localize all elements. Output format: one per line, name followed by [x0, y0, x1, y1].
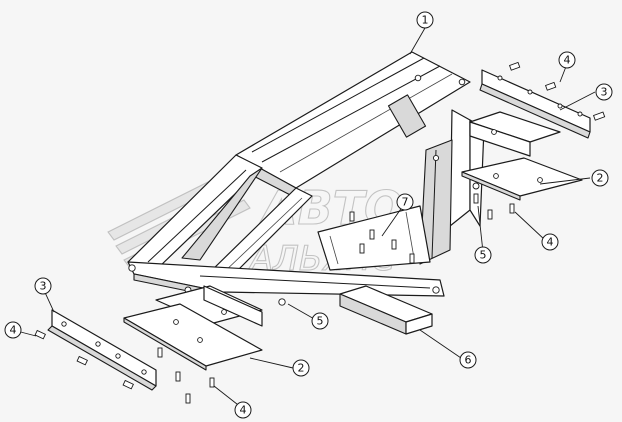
callout-3-lower: 3	[34, 277, 52, 295]
callout-3-lower-label: 3	[40, 280, 47, 293]
callout-7-label: 7	[402, 196, 409, 209]
callout-6-label: 6	[465, 354, 472, 367]
spacer-block	[339, 285, 433, 335]
callout-5-lower-label: 5	[317, 315, 324, 328]
callout-7: 7	[396, 193, 414, 211]
callout-6: 6	[459, 351, 477, 369]
callout-4-bottom: 4	[234, 401, 252, 419]
callout-4-left: 4	[4, 321, 22, 339]
lower-fasteners	[34, 298, 286, 404]
callout-3-upper: 3	[595, 83, 613, 101]
callout-1-label: 1	[422, 14, 429, 27]
upper-clamp-plate	[479, 69, 591, 139]
callout-1: 1	[416, 11, 434, 29]
callout-5-lower: 5	[311, 312, 329, 330]
upper-fasteners	[472, 61, 606, 220]
lower-support-bracket	[123, 285, 263, 371]
callout-5-mid: 5	[474, 246, 492, 264]
lower-clamp-plate	[47, 309, 157, 391]
callout-4-left-label: 4	[10, 324, 17, 337]
callout-4-top-label: 4	[564, 54, 571, 67]
callout-2-upper: 2	[591, 169, 609, 187]
callout-2-lower: 2	[292, 359, 310, 377]
callout-4-bottom-label: 4	[240, 404, 247, 417]
callout-3-upper-label: 3	[601, 86, 608, 99]
callout-2-lower-label: 2	[298, 362, 305, 375]
callout-4-right: 4	[541, 233, 559, 251]
callout-5-mid-label: 5	[480, 249, 487, 262]
main-frame	[127, 51, 496, 299]
callout-4-right-label: 4	[547, 236, 554, 249]
callout-2-upper-label: 2	[597, 172, 604, 185]
upper-support-bracket	[461, 111, 583, 201]
callout-4-top: 4	[558, 51, 576, 69]
